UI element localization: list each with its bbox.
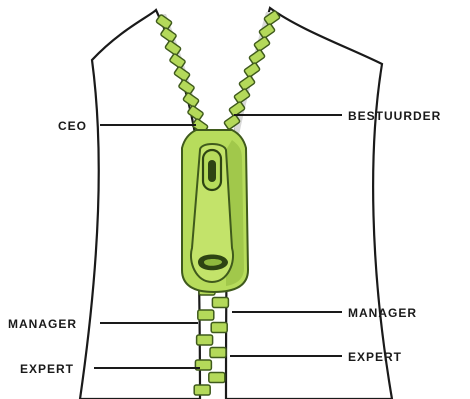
tooth-closed-left [197,335,213,345]
label-manager-right: MANAGER [348,306,417,320]
tooth-closed-left [198,310,214,320]
tooth-closed-right [209,373,225,383]
label-ceo: CEO [58,119,87,133]
label-manager-left: MANAGER [8,317,77,331]
label-bestuurder: BESTUURDER [348,109,441,123]
zipper-slider [182,130,248,292]
tooth-closed-right [212,298,228,308]
tooth-closed-left [194,385,210,395]
tooth-closed-right [210,348,226,358]
label-expert-right: EXPERT [348,350,402,364]
label-expert-left: EXPERT [20,362,74,376]
tooth-closed-right [211,323,227,333]
